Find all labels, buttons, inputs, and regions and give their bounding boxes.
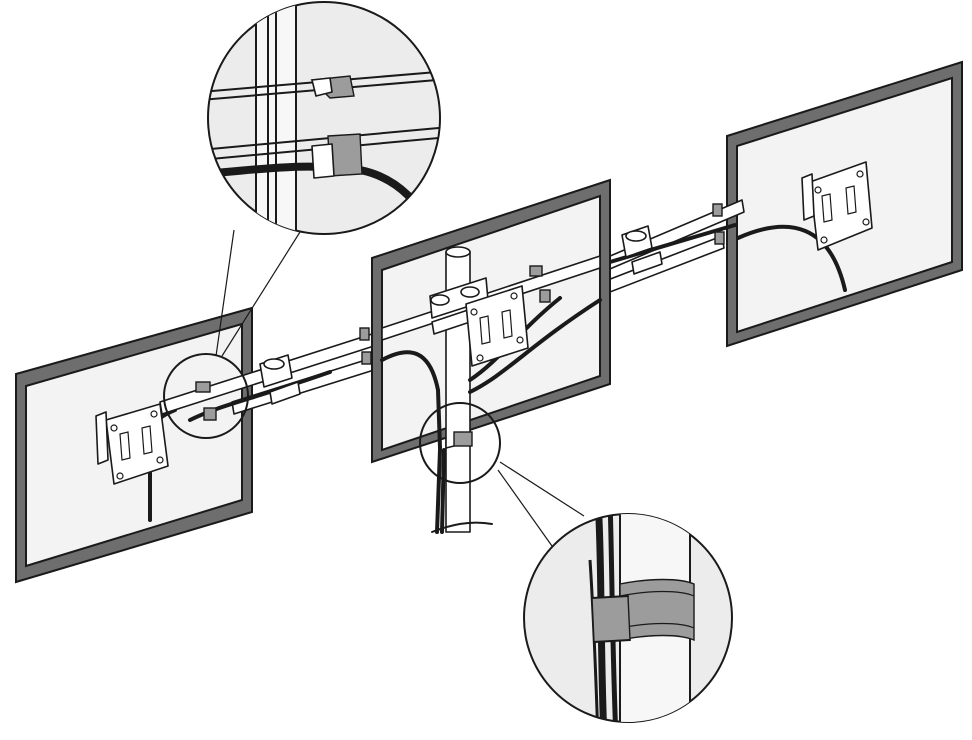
leader-line-bottom-left <box>497 469 553 547</box>
detail-marker-top <box>163 353 249 439</box>
top-cable-clip-icon <box>310 75 355 99</box>
bottom-cable-clip-icon <box>311 133 363 179</box>
leader-line-bottom-right <box>499 461 585 517</box>
left-monitor <box>15 306 253 584</box>
zoom-detail-pole-clip <box>523 513 733 723</box>
leader-line-top-right <box>221 231 301 357</box>
detail-marker-bottom <box>419 402 501 484</box>
pole-cable-clip-icon <box>591 578 695 643</box>
leader-line-top-left <box>215 229 235 357</box>
center-monitor <box>371 178 611 464</box>
right-vesa-plate-icon <box>801 161 873 251</box>
left-arm <box>159 327 375 422</box>
zoom-detail-arm-clip <box>207 1 441 235</box>
center-vesa-plate-icon <box>465 285 529 367</box>
right-monitor <box>726 60 963 348</box>
left-vesa-plate-icon <box>95 403 169 485</box>
